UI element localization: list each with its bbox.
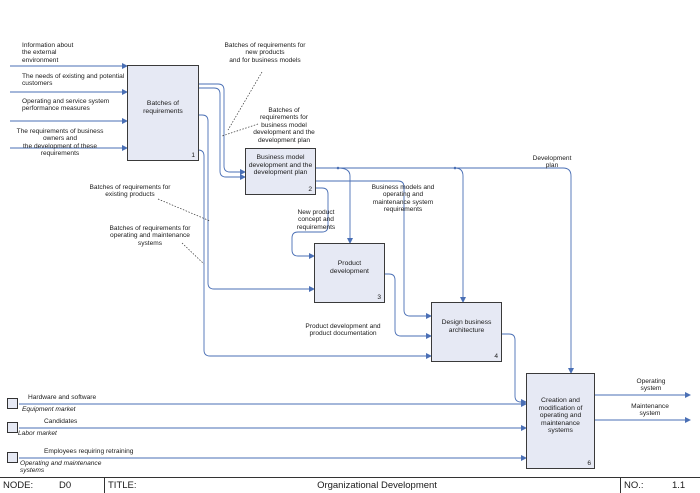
arrow-box4-to-box6: [502, 333, 527, 405]
node-value: D0: [59, 480, 72, 491]
label-new-product-concept: New product concept and requirements: [296, 209, 336, 231]
leader-new-products: [227, 71, 263, 131]
activity-title: Creation and modification of operating a…: [538, 397, 583, 435]
node-label: NODE:: [3, 480, 34, 491]
number-value: 1.1: [672, 480, 686, 491]
activity-box-2[interactable]: Business model development and the devel…: [245, 148, 316, 195]
label-existing-products-batches: Batches of requirements for existing pro…: [89, 184, 171, 199]
label-operating-systems-batches: Batches of requirements for operating an…: [109, 225, 191, 247]
leader-business-model: [221, 123, 259, 137]
arrow-batches-to-box4: [197, 149, 432, 359]
label-customer-needs: The needs of existing and potential cust…: [22, 73, 125, 88]
activity-box-4[interactable]: Design business architecture 4: [431, 302, 502, 362]
label-hardware-software: Hardware and software: [28, 394, 97, 401]
activity-number: 4: [494, 353, 498, 360]
activity-number: 1: [191, 152, 195, 159]
leader-operating-systems: [181, 242, 205, 265]
label-equipment-market: Equipment market: [22, 406, 76, 413]
footer-divider: [620, 478, 621, 493]
arrow-product-documentation: [385, 273, 432, 339]
activity-box-6[interactable]: Creation and modification of operating a…: [526, 373, 595, 469]
activity-title: Product development: [330, 260, 369, 275]
label-operating-system: Operating system: [636, 378, 666, 393]
diagram-title: Organizational Development: [317, 480, 437, 491]
diagram-footer: NODE: D0 TITLE: Organizational Developme…: [0, 477, 700, 493]
label-external-environment: Information about the external environme…: [22, 42, 74, 64]
label-maintenance-system: Maintenance system: [631, 403, 669, 418]
label-business-models-reqs: Business models and operating and mainte…: [371, 184, 435, 214]
label-new-products-batches: Batches of requirements for new products…: [224, 42, 306, 64]
arrow-batches-to-box2-b: [199, 87, 246, 180]
leader-existing-products: [157, 198, 211, 222]
tunnel-box-equipment-market: [7, 398, 18, 409]
arrow-plan-to-box3: [337, 167, 353, 244]
tunnel-box-operating-systems: [7, 452, 18, 463]
arrow-business-models-to-box4: [316, 180, 432, 319]
activity-box-3[interactable]: Product development 3: [314, 243, 385, 303]
junction-plan-box3: [336, 166, 340, 170]
activity-number: 6: [587, 460, 591, 467]
arrow-batches-to-box3: [199, 114, 315, 292]
arrow-plan-to-box4: [454, 167, 466, 303]
junction-plan-box4: [453, 166, 457, 170]
label-performance-measures: Operating and service system performance…: [22, 98, 110, 113]
activity-title: Business model development and the devel…: [248, 154, 313, 177]
activity-title: Batches of requirements: [143, 100, 183, 115]
arrow-concept-to-box3: [291, 187, 329, 259]
label-labor-market: Labor market: [18, 430, 57, 437]
label-product-documentation: Product development and product document…: [305, 323, 381, 338]
label-employees-retraining: Employees requiring retraining: [44, 448, 134, 455]
label-development-plan: Development plan: [532, 155, 572, 170]
tunnel-box-labor-market: [7, 422, 18, 433]
activity-number: 3: [377, 294, 381, 301]
title-label: TITLE:: [108, 480, 137, 491]
footer-divider: [104, 478, 105, 493]
label-business-model-batches: Batches of requirements for business mod…: [253, 107, 315, 144]
arrow-batches-to-box2-a: [199, 83, 246, 175]
activity-box-1[interactable]: Batches of requirements 1: [127, 65, 199, 161]
activity-number: 2: [308, 186, 312, 193]
number-label: NO.:: [624, 480, 644, 491]
label-candidates: Candidates: [44, 418, 78, 425]
arrow-development-plan: [316, 167, 574, 374]
label-operating-systems-source: Operating and maintenance systems: [20, 460, 102, 475]
label-owner-requirements: The requirements of business owners and …: [16, 128, 104, 158]
activity-title: Design business architecture: [441, 319, 492, 334]
